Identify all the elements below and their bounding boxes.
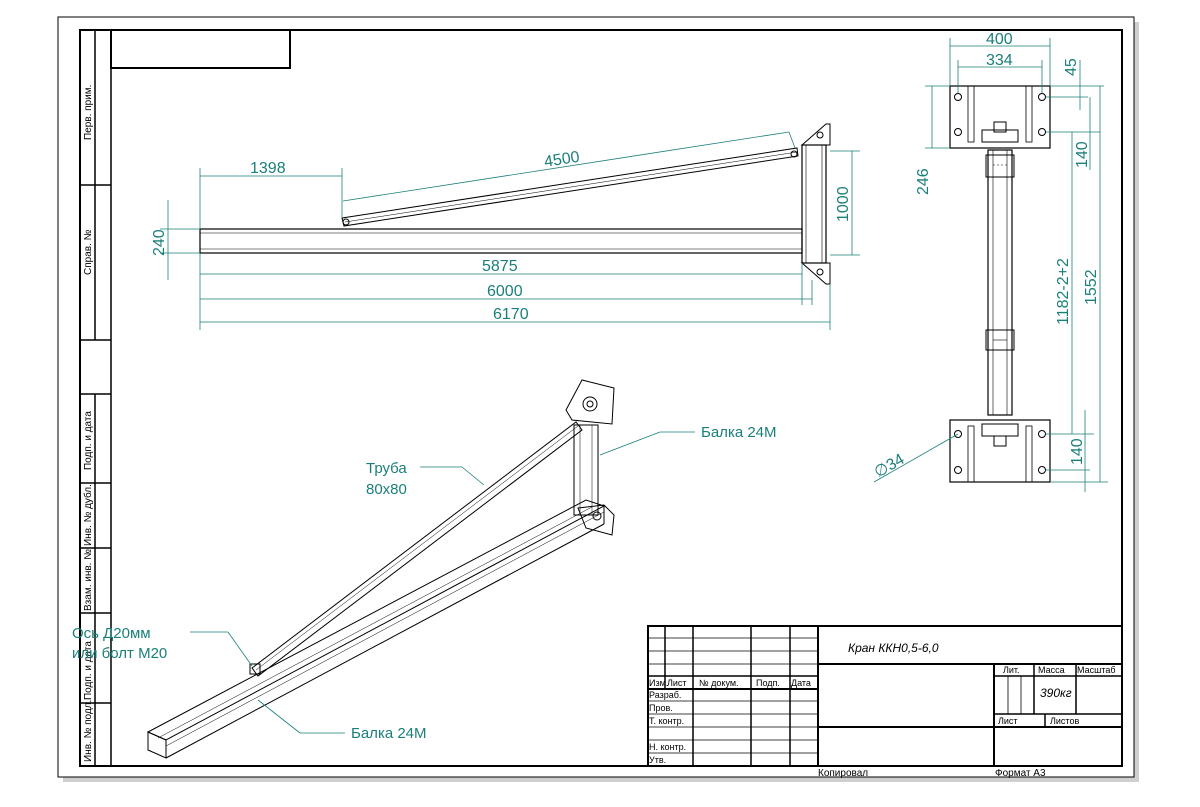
- note-os: Ось Д20мм: [72, 625, 151, 642]
- side-label-podp-data-2: Подп. и дата: [83, 641, 94, 700]
- dim-246: 246: [915, 168, 932, 195]
- row-prov: Пров.: [649, 703, 673, 713]
- dim-1000: 1000: [835, 186, 852, 222]
- iso-bottom-bracket: [577, 504, 615, 536]
- iso-diagonal-tube: [251, 421, 583, 677]
- top-bracket: [800, 123, 831, 146]
- left-side-strip: [80, 30, 112, 766]
- row-n-kontr: Н. контр.: [649, 742, 686, 752]
- side-label-sprav-no: Справ. №: [83, 229, 94, 275]
- dim-400: 400: [986, 31, 1013, 48]
- col-data: Дата: [791, 678, 811, 688]
- front-view: [949, 85, 1051, 483]
- massa-value: 390кг: [1040, 686, 1072, 700]
- note-truba: Труба: [366, 460, 407, 477]
- dim-1398: 1398: [250, 160, 286, 177]
- col-podp: Подп.: [756, 678, 780, 688]
- isometric-view: [146, 379, 615, 759]
- col-izm: Изм.: [649, 678, 668, 688]
- top-plate: [949, 85, 1051, 149]
- header-listov: Листов: [1050, 716, 1079, 726]
- note-bolt: или болт М20: [72, 645, 167, 662]
- col-list: Лист: [667, 678, 687, 688]
- sheet-outer-border: [57, 16, 1135, 778]
- side-label-vzam-inv: Взам. инв. №: [83, 549, 94, 611]
- side-view-dimensions: [160, 131, 860, 330]
- header-masshtab: Масштаб: [1077, 665, 1116, 675]
- dim-1552: 1552: [1083, 269, 1100, 305]
- dim-140-top: 140: [1074, 141, 1091, 168]
- header-lit: Лит.: [1003, 665, 1020, 675]
- dim-334: 334: [986, 52, 1013, 69]
- side-view: [199, 123, 831, 285]
- note-truba-size: 80х80: [366, 481, 407, 498]
- col-dokum: № докум.: [699, 678, 739, 688]
- drawing-name: Кран ККН0,5-6,0: [848, 641, 939, 655]
- bottom-plate: [949, 419, 1051, 483]
- leaders: [190, 431, 695, 734]
- iso-top-bracket: [565, 379, 615, 425]
- note-balka-bottom: Балка 24М: [351, 725, 427, 742]
- header-list: Лист: [998, 716, 1018, 726]
- row-t-kontr: Т. контр.: [649, 716, 684, 726]
- drawing-frame: [79, 29, 1123, 767]
- row-razrab: Разраб.: [649, 690, 681, 700]
- iso-column: [573, 424, 599, 516]
- dim-5875: 5875: [482, 258, 518, 275]
- dim-140-bottom: 140: [1069, 438, 1086, 465]
- footer-format: Формат А3: [995, 768, 1046, 779]
- side-label-podp-data-1: Подп. и дата: [83, 411, 94, 470]
- note-balka-top: Балка 24М: [701, 424, 777, 441]
- front-column: [987, 149, 1013, 416]
- dim-6170: 6170: [493, 306, 529, 323]
- dim-1182: 1182-2+2: [1055, 258, 1072, 325]
- header-massa: Масса: [1038, 665, 1065, 675]
- front-view-dimensions: [873, 38, 1108, 492]
- dim-6000: 6000: [487, 283, 523, 300]
- footer-kopiroval: Копировал: [818, 768, 868, 779]
- dim-240: 240: [151, 229, 168, 256]
- dim-45: 45: [1063, 58, 1080, 76]
- side-label-inv-dubl: Инв. № дубл.: [82, 484, 94, 546]
- side-label-inv-podl: Инв. № подл.: [83, 700, 94, 762]
- row-utv: Утв.: [649, 755, 666, 765]
- side-label-perv-prim: Перв. прим.: [83, 85, 94, 140]
- dim-4500: 4500: [543, 149, 581, 171]
- title-block: [647, 625, 1123, 767]
